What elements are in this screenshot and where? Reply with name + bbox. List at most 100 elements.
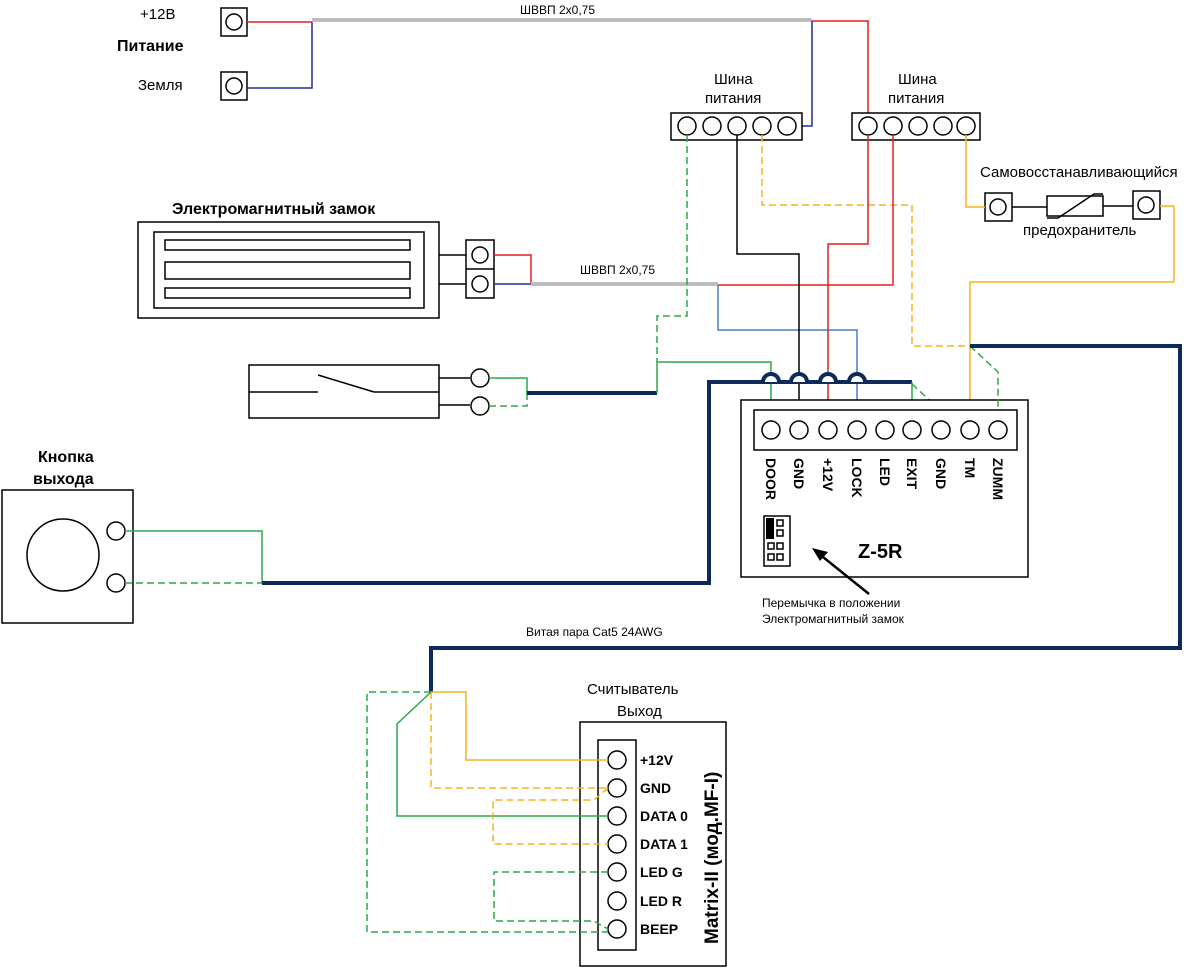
power-supply: +12В Питание Земля — [117, 6, 248, 101]
ground-terminal-screw — [225, 77, 243, 95]
wire-green — [657, 361, 772, 410]
fuse-label-top: Самовосстанавливающийся — [980, 164, 1178, 181]
jumper-note-1: Перемычка в положении — [762, 596, 900, 610]
wire-orange-dashed — [761, 135, 970, 347]
exit-cable — [262, 380, 912, 585]
reader-pin-label: +12V — [640, 752, 674, 768]
bus1-label-2: питания — [705, 90, 761, 107]
wire-orange — [965, 135, 985, 208]
pin-12v — [818, 420, 838, 440]
lock-terminal-screw — [471, 275, 489, 293]
lock-bar — [164, 287, 411, 299]
pin-label: GND — [933, 458, 949, 489]
wire-green — [489, 377, 528, 393]
door-sensor-terminal — [470, 368, 490, 388]
exit-button-terminal — [106, 573, 126, 593]
fuse-terminal-screw — [989, 198, 1007, 216]
pin-label: ZUMM — [990, 458, 1006, 500]
exit-button-terminal — [106, 521, 126, 541]
reader-pin-ledr — [607, 891, 627, 911]
bus1-screw — [777, 116, 797, 136]
bus1-screw — [727, 116, 747, 136]
wire-green-dashed — [911, 383, 941, 411]
bus1-screw — [752, 116, 772, 136]
pin-label: LED — [877, 458, 893, 486]
reader-model: Matrix-II (мод.MF-I) — [702, 772, 723, 944]
lock-bar — [164, 261, 411, 280]
reader-pin-label: GND — [640, 780, 671, 796]
crossover-bumps — [761, 372, 867, 383]
pin-label: LOCK — [849, 458, 865, 498]
controller-name: Z-5R — [858, 541, 903, 563]
cable-top-label: ШВВП 2х0,75 — [520, 3, 595, 17]
wire-green-dashed — [366, 691, 608, 933]
fuse-terminal-screw — [1137, 196, 1155, 214]
bus2-screw — [908, 116, 928, 136]
pin-led — [875, 420, 895, 440]
fuse-label-bottom: предохранитель — [1023, 222, 1137, 239]
power-bus-1: Шина питания — [670, 71, 803, 141]
ground-label: Земля — [138, 77, 183, 94]
jumper-note-2: Электромагнитный замок — [762, 612, 905, 626]
door-sensor — [248, 364, 528, 419]
exit-button-knob — [26, 518, 100, 592]
bus1-screw — [702, 116, 722, 136]
wire-blue — [247, 22, 313, 89]
wire-green — [396, 691, 608, 817]
pin-gnd — [789, 420, 809, 440]
lock-bar — [164, 239, 411, 251]
controller-z5r: DOOR GND +12V LOCK LED EXIT GND TM ZUMM … — [740, 399, 1029, 578]
reader-pin-beep — [607, 919, 627, 939]
lock-terminal-screw — [471, 246, 489, 264]
jumper-arrow — [817, 552, 870, 595]
door-sensor-terminal — [470, 396, 490, 416]
jumper-pin — [776, 519, 784, 527]
power-bus-2: Шина питания — [851, 71, 981, 141]
pin-label: TM — [962, 458, 978, 478]
pin-label: EXIT — [904, 458, 920, 490]
wire-red — [494, 254, 532, 283]
wire-black — [736, 135, 800, 410]
bus1-label-1: Шина — [714, 71, 753, 88]
exit-button-label-2: выхода — [33, 471, 94, 488]
jumper-pin — [776, 542, 784, 550]
jumper-cap — [766, 518, 774, 539]
jumper-pin — [767, 542, 775, 550]
wire-green-dashed — [656, 135, 688, 362]
reader-title-1: Считыватель — [587, 681, 679, 698]
power-label: Питание — [117, 38, 184, 55]
power-wires: ШВВП 2х0,75 — [247, 3, 869, 127]
cat5-cable — [429, 344, 1182, 692]
pin-label: GND — [791, 458, 807, 489]
bus2-screw — [883, 116, 903, 136]
plus12-terminal-screw — [225, 13, 243, 31]
reader-pin-label: DATA 0 — [640, 808, 688, 824]
pin-exit — [902, 420, 922, 440]
reader-pin-label: LED G — [640, 864, 683, 880]
bus1-screw — [677, 116, 697, 136]
jumper-annotation: Перемычка в положении Электромагнитный з… — [762, 548, 905, 626]
wire-red — [718, 135, 894, 286]
exit-button: Кнопка выхода — [1, 449, 263, 624]
pin-lock — [847, 420, 867, 440]
pin-gnd-2 — [931, 420, 951, 440]
jumper-pin — [776, 529, 784, 537]
wire-green-dashed — [489, 393, 528, 407]
resettable-fuse: Самовосстанавливающийся предохранитель — [980, 164, 1178, 239]
reader-pin-label: LED R — [640, 893, 682, 909]
bus2-screw — [956, 116, 976, 136]
orange-wiring — [761, 135, 1175, 410]
cable-bump — [847, 372, 867, 383]
lock-title: Электромагнитный замок — [172, 201, 376, 218]
lock-cable-label: ШВВП 2х0,75 — [580, 263, 655, 277]
wire-green-dashed — [969, 345, 999, 410]
fuse-symbol — [1047, 193, 1103, 219]
wire-orange-dashed — [430, 692, 608, 789]
wire-orange — [431, 691, 608, 761]
bus2-label-1: Шина — [898, 71, 937, 88]
jumper-pin — [767, 553, 775, 561]
reader-pin-gnd — [607, 778, 627, 798]
bus2-screw — [858, 116, 878, 136]
wire-lightblue — [717, 285, 858, 410]
